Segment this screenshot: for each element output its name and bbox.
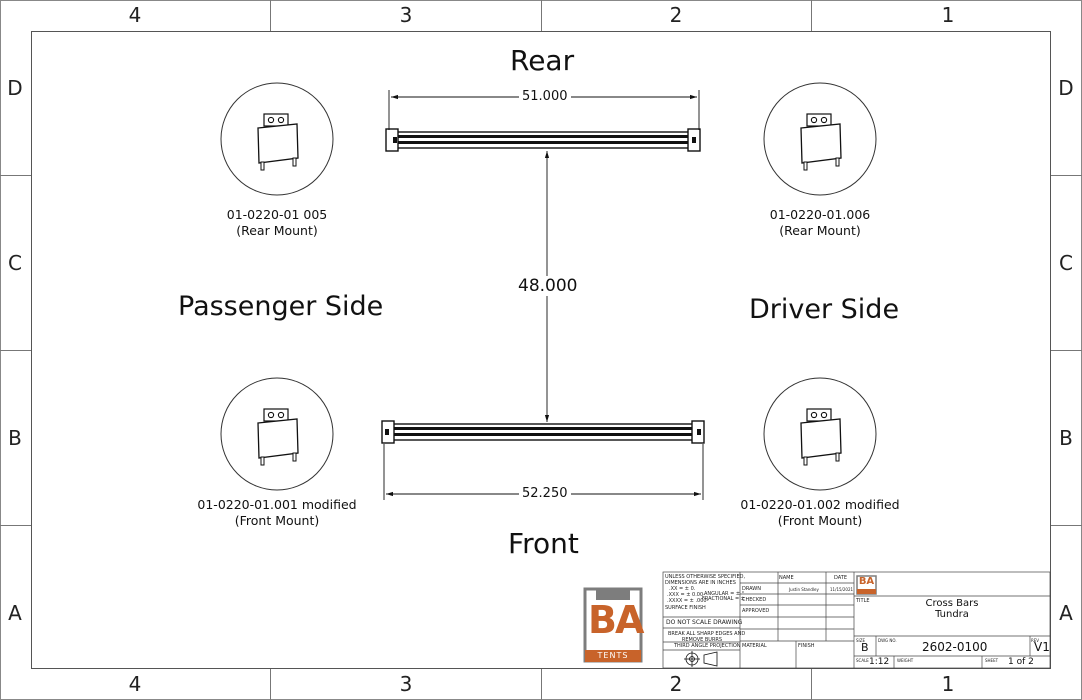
zone-bottom-3: 3 [399, 672, 413, 696]
drawing-number: 2602-0100 [922, 640, 988, 654]
part-callout-rear-right: 01-0220-01.006 (Rear Mount) [720, 207, 920, 239]
zone-left-d: D [7, 76, 23, 100]
zone-right-d: D [1058, 76, 1074, 100]
part-callout-front-left: 01-0220-01.001 modified (Front Mount) [177, 497, 377, 529]
zone-right-a: A [1059, 601, 1073, 625]
finish-label: FINISH [798, 643, 815, 649]
zone-top-4: 4 [128, 3, 142, 27]
rev-label: REV [1031, 638, 1040, 643]
zone-left-b: B [8, 426, 22, 450]
tolerance-line: .XXXX = ± .000- [667, 598, 709, 604]
front-bar-dimension: 52.250 [519, 486, 571, 501]
part-note: (Rear Mount) [236, 223, 318, 238]
drawn-date-value: 11/15/2021 [830, 587, 854, 592]
zone-right-b: B [1059, 426, 1073, 450]
part-number: 01-0220-01 005 [226, 207, 328, 222]
zone-bottom-1: 1 [941, 672, 955, 696]
zone-left-a: A [8, 601, 22, 625]
part-note: (Rear Mount) [779, 223, 861, 238]
dwg-no-label: DWG NO. [878, 638, 897, 643]
title-label: TITLE [856, 598, 870, 604]
title-block-logo-small [856, 575, 877, 595]
ba-tents-logo [583, 587, 643, 663]
sheet-value: 1 of 2 [1008, 657, 1034, 667]
zone-top-2: 2 [669, 3, 683, 27]
note-line: BREAK ALL SHARP EDGES AND [668, 631, 746, 637]
fractional-tolerance: FRACTIONAL = ± [702, 596, 745, 602]
part-callout-rear-left: 01-0220-01 005 (Rear Mount) [177, 207, 377, 239]
front-cross-bar [381, 420, 705, 444]
zone-right-c: C [1059, 251, 1073, 275]
spacing-dimension: 48.000 [516, 276, 580, 296]
tolerance-line: DIMENSIONS ARE IN INCHES [665, 580, 736, 586]
note-line: REMOVE BURRS [681, 637, 723, 643]
weight-label: WEIGHT [897, 658, 914, 663]
part-callout-front-right: 01-0220-01.002 modified (Front Mount) [720, 497, 920, 529]
part-number: 01-0220-01.001 modified [197, 497, 357, 512]
title-block-logo-letters: BA [858, 576, 875, 587]
name-header: NAME [779, 575, 794, 581]
drawing-title: Cross Bars Tundra [900, 598, 1004, 620]
logo-word: TENTS [597, 651, 629, 660]
zone-bottom-2: 2 [669, 672, 683, 696]
detail-front-left [220, 377, 334, 491]
approved-label: APPROVED [742, 608, 770, 614]
inner-border [31, 31, 1051, 669]
projection-symbol-icon [684, 651, 718, 667]
rear-label: Rear [510, 44, 575, 77]
part-number: 01-0220-01.006 [769, 207, 871, 222]
title-block-grid [662, 571, 1051, 669]
logo-letters: BA [588, 598, 644, 642]
front-label: Front [508, 527, 579, 560]
tolerance-line: .XX = ± 0. [669, 586, 696, 592]
size-value: B [861, 641, 869, 654]
detail-front-right [763, 377, 877, 491]
detail-rear-right [763, 82, 877, 196]
tolerance-line: UNLESS OTHERWISE SPECIFIED, [665, 574, 746, 580]
rear-cross-bar [385, 128, 701, 152]
zone-top-3: 3 [399, 3, 413, 27]
part-number: 01-0220-01.002 modified [740, 497, 900, 512]
part-note: (Front Mount) [234, 513, 320, 528]
rear-bar-dimension: 51.000 [519, 89, 571, 104]
projection-label: THIRD ANGLE PROJECTION [674, 643, 741, 649]
drawn-by-value: Justin Standley [789, 587, 819, 592]
material-label: MATERIAL [742, 643, 767, 649]
sheet-label: SHEET [985, 658, 999, 663]
scale-label: SCALE [856, 658, 869, 663]
size-label: SIZE [856, 638, 865, 643]
driver-side-label: Driver Side [749, 294, 900, 325]
angular-tolerance: ANGULAR = ± ° [704, 591, 745, 597]
checked-label: CHECKED [742, 597, 767, 603]
drawn-label: DRAWN [742, 586, 761, 592]
title-line-2: Tundra [935, 609, 969, 620]
zone-top-1: 1 [941, 3, 955, 27]
date-header: DATE [834, 575, 848, 581]
revision-value: V1 [1034, 640, 1050, 654]
scale-value: 1:12 [869, 657, 890, 667]
zone-bottom-4: 4 [128, 672, 142, 696]
break-edges-note: BREAK ALL SHARP EDGES AND REMOVE BURRS [668, 631, 746, 643]
surface-finish-label: SURFACE FINISH [665, 605, 706, 611]
part-note: (Front Mount) [777, 513, 863, 528]
do-not-scale-label: DO NOT SCALE DRAWING [666, 619, 743, 626]
zone-left-c: C [8, 251, 22, 275]
tolerance-line: .XXX = ± 0.00- [667, 592, 705, 598]
detail-rear-left [220, 82, 334, 196]
title-line-1: Cross Bars [925, 598, 979, 609]
tolerance-notes: UNLESS OTHERWISE SPECIFIED, DIMENSIONS A… [665, 574, 745, 604]
passenger-side-label: Passenger Side [178, 291, 384, 322]
